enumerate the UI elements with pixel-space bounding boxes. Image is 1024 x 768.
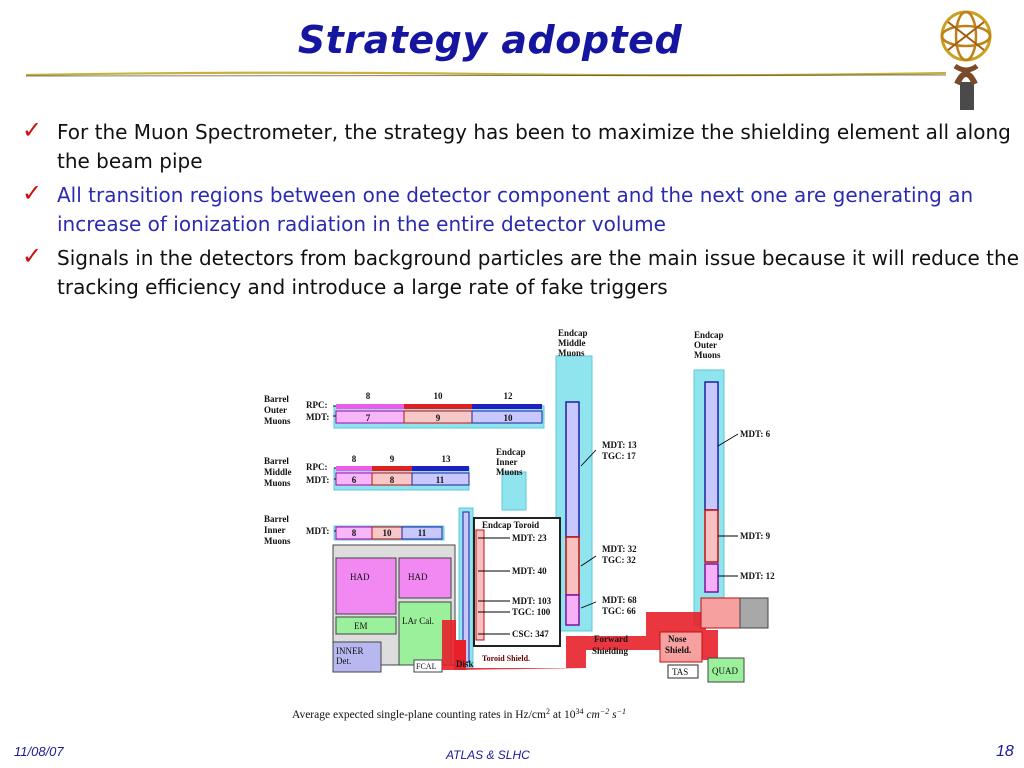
- rate-value: 13: [442, 454, 452, 464]
- bullet-text: All transition regions between one detec…: [57, 183, 974, 236]
- slide-title: Strategy adopted: [297, 18, 683, 62]
- page-number: 18: [996, 743, 1014, 760]
- bullet-text: For the Muon Spectrometer, the strategy …: [57, 120, 1011, 173]
- rate-value: 10: [383, 528, 393, 538]
- lar-label: LAr Cal.: [402, 616, 434, 626]
- rate-value: 9: [436, 413, 441, 423]
- footer-center: ATLAS & SLHC: [446, 748, 530, 762]
- tas-label: TAS: [672, 667, 688, 677]
- fcal-label: FCAL: [416, 662, 437, 671]
- barrel-outer-rpc-label: RPC:: [306, 400, 328, 410]
- had-label: HAD: [408, 572, 428, 582]
- toroid-rate: MDT: 40: [512, 566, 547, 576]
- rate-value: 8: [366, 391, 371, 401]
- rate-value: 6: [352, 475, 357, 485]
- barrel-outer-mdt-label: MDT:: [306, 412, 329, 422]
- bullet-item: ✓ All transition regions between one det…: [20, 179, 1020, 239]
- toroid-rate: TGC: 100: [512, 607, 551, 617]
- checkmark-icon: ✓: [22, 179, 43, 207]
- bullet-text: Signals in the detectors from background…: [57, 246, 1019, 299]
- em-label: EM: [354, 621, 368, 631]
- barrel-middle-rpc-label: RPC:: [306, 462, 328, 472]
- toroid-rate: CSC: 347: [512, 629, 549, 639]
- rate-value: 8: [352, 528, 357, 538]
- barrel-middle-mdt-label: MDT:: [306, 475, 329, 485]
- bullet-item: ✓ For the Muon Spectrometer, the strateg…: [20, 116, 1020, 176]
- footer-date: 11/08/07: [14, 744, 64, 759]
- toroid-rate: MDT: 103: [512, 596, 552, 606]
- had-label: HAD: [350, 572, 370, 582]
- rate-value: 11: [436, 475, 445, 485]
- checkmark-icon: ✓: [22, 242, 43, 270]
- disk-label: Disk: [456, 659, 474, 669]
- rate-value: 8: [352, 454, 357, 464]
- bullet-list: ✓ For the Muon Spectrometer, the strateg…: [20, 116, 1020, 307]
- title-underline: [26, 71, 946, 77]
- endcap-outer-rate: MDT: 6: [740, 429, 771, 439]
- atlas-logo-icon: [940, 10, 992, 110]
- rate-value: 10: [504, 413, 514, 423]
- endcap-toroid-label: Endcap Toroid: [482, 520, 539, 530]
- rate-value: 12: [504, 391, 514, 401]
- toroid-rate: MDT: 23: [512, 533, 547, 543]
- endcap-outer-rate: MDT: 9: [740, 531, 771, 541]
- rate-value: 8: [390, 475, 395, 485]
- bullet-item: ✓ Signals in the detectors from backgrou…: [20, 242, 1020, 302]
- rate-value: 11: [418, 528, 427, 538]
- toroid-shield-label: Toroid Shield.: [482, 654, 530, 663]
- checkmark-icon: ✓: [22, 116, 43, 144]
- rate-value: 9: [390, 454, 395, 464]
- barrel-inner-mdt-label: MDT:: [306, 526, 329, 536]
- endcap-outer-rate: MDT: 12: [740, 571, 775, 581]
- quad-label: QUAD: [712, 666, 738, 676]
- rate-value: 7: [366, 413, 371, 423]
- rate-value: 10: [434, 391, 444, 401]
- diagram-caption: Average expected single-plane counting r…: [292, 707, 626, 721]
